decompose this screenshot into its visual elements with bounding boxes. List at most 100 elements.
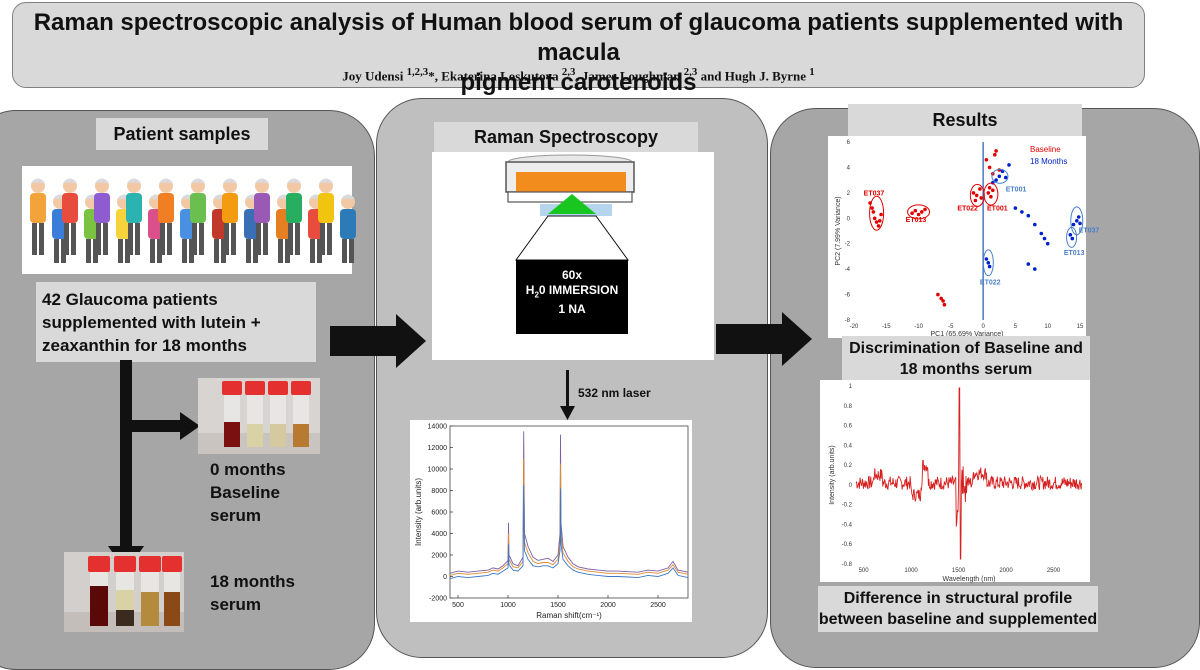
pca-point-18months: [1075, 219, 1079, 223]
diff-y-tick-label: -0.2: [842, 503, 853, 509]
pca-point-18months: [1068, 233, 1073, 237]
pca-point-18months: [997, 174, 1002, 179]
pca-point-18months: [986, 261, 991, 265]
patient-leg: [214, 239, 219, 263]
poster-title-line2: pigment carotenoids: [460, 69, 697, 96]
difference-spectrum-line: [855, 387, 1083, 560]
patient-figure: [190, 178, 206, 255]
patient-leg: [93, 239, 98, 263]
raman-y-tick-label: -2000: [429, 596, 447, 603]
patient-leg: [295, 223, 300, 255]
authors-line: Joy Udensi 1,2,3*, Ekaterina Loskutova 2…: [20, 66, 1137, 84]
patients-description-line3: zeaxanthin for 18 months: [42, 336, 247, 355]
patient-leg: [167, 223, 172, 255]
pca-patient-annotation: ET022: [980, 279, 1001, 286]
pca-x-axis-label: PC1 (65.69% Variance): [930, 331, 1003, 338]
patient-leg: [317, 239, 322, 263]
pca-y-tick-label: -2: [845, 242, 851, 248]
patient-hair: [127, 178, 141, 183]
pca-x-tick-label: 5: [1014, 324, 1018, 330]
pca-cluster-ellipse: [991, 168, 1009, 184]
diff-y-tick-label: 0.8: [844, 404, 853, 410]
patient-leg: [32, 223, 37, 255]
baseline-label-line2: Baseline: [210, 483, 280, 502]
objective-immersion-h: H: [525, 283, 535, 297]
raman-x-tick-label: 1000: [500, 602, 516, 609]
microscope-diagram: [432, 152, 714, 360]
patients-text-box: [36, 282, 316, 362]
title-box: [12, 2, 1145, 88]
pca-point-baseline: [939, 296, 943, 301]
pca-point-baseline: [876, 224, 881, 228]
raman-spectrum-chart: -200002000400060008000100001200014000500…: [410, 420, 692, 622]
patient-hair: [191, 178, 205, 183]
pca-x-tick-label: -15: [882, 324, 891, 330]
pca-point-baseline: [874, 220, 879, 224]
patient-leg: [64, 223, 69, 255]
pca-y-tick-label: -4: [845, 267, 851, 273]
flow-arrow-to-results: [716, 312, 812, 366]
pca-point-baseline: [872, 216, 877, 221]
patient-leg: [125, 239, 130, 263]
diff-y-tick-label: -0.8: [842, 562, 853, 568]
months18-serum-label: 18 months serum: [210, 570, 350, 616]
pca-point-18months: [1045, 241, 1050, 246]
pca-point-baseline: [878, 219, 882, 223]
raman-y-tick-label: 4000: [431, 531, 447, 538]
baseline-serum-label: 0 months Baseline serum: [210, 458, 350, 527]
pca-point-baseline: [991, 188, 995, 193]
pca-point-baseline: [936, 292, 940, 297]
diff-y-tick-label: 0.6: [844, 424, 853, 430]
pca-point-baseline: [987, 165, 992, 170]
patient-leg: [310, 239, 315, 263]
pca-x-tick-label: -20: [850, 324, 859, 330]
patient-leg: [285, 239, 290, 263]
patient-figure: [340, 194, 356, 263]
pca-point-18months: [1071, 222, 1076, 227]
months18-label-line1: 18 months: [210, 572, 296, 591]
pca-x-tick-label: -10: [914, 324, 923, 330]
author-3: , James Loughman: [575, 68, 684, 84]
patient-leg: [320, 223, 325, 255]
pca-cluster-ellipse: [869, 195, 885, 231]
diff-x-tick-label: 500: [859, 568, 870, 574]
patient-hair: [223, 178, 237, 183]
author-2-affil: 2,3: [561, 66, 576, 78]
pca-legend-baseline: Baseline: [1030, 145, 1061, 154]
raman-y-tick-label: 10000: [428, 467, 448, 474]
pca-point-18months: [994, 178, 998, 182]
raman-y-tick-label: 0: [443, 574, 447, 581]
laser-arrow-line: [566, 370, 569, 410]
pca-cluster-ellipse: [982, 249, 994, 277]
pca-point-18months: [1013, 206, 1018, 210]
patient-leg: [221, 239, 226, 263]
patient-hair: [341, 194, 355, 199]
patient-figure: [318, 178, 334, 255]
diff-y-tick-label: 0.4: [844, 443, 853, 449]
pca-point-baseline: [871, 210, 876, 214]
patient-hair: [63, 178, 77, 183]
patient-hair: [319, 178, 333, 183]
patient-body: [286, 193, 302, 223]
patient-leg: [256, 223, 261, 255]
months18-label-line2: serum: [210, 595, 262, 614]
baseline-label-line1: 0 months: [210, 460, 286, 479]
patient-leg: [39, 223, 44, 255]
patients-description-line2: supplemented with lutein +: [42, 313, 261, 332]
pca-point-baseline: [974, 193, 979, 198]
patient-leg: [157, 239, 162, 263]
author-1: Joy Udensi: [342, 68, 407, 84]
pca-point-18months: [1070, 236, 1075, 241]
objective-immersion-sub: 2: [534, 290, 539, 300]
diff-y-tick-label: -0.4: [842, 522, 853, 528]
raman-y-tick-label: 2000: [431, 553, 447, 560]
patient-leg: [150, 239, 155, 263]
patient-leg: [253, 239, 258, 263]
diff-y-tick-label: 0.2: [844, 463, 853, 469]
author-2: *, Ekaterina Loskutova: [428, 68, 562, 84]
patient-leg: [96, 223, 101, 255]
pca-x-tick-label: 15: [1077, 324, 1084, 330]
pca-point-baseline: [993, 152, 997, 157]
flow-arrow-to-raman: [330, 314, 426, 368]
patient-body: [62, 193, 78, 223]
